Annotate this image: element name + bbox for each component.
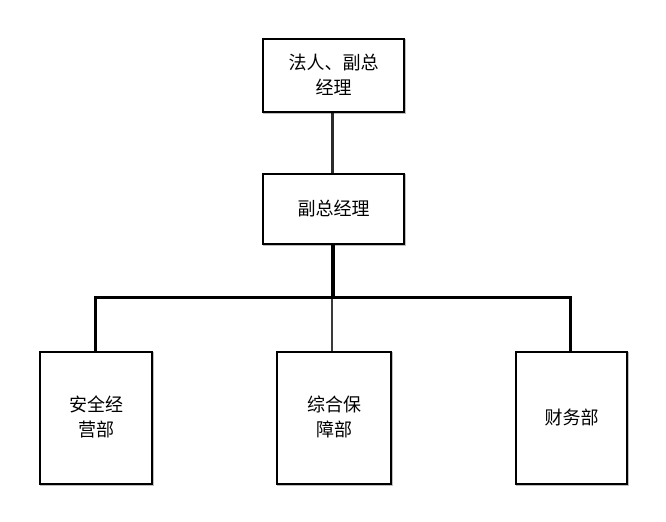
- edge-deputy-stem: [331, 245, 335, 299]
- node-label: 法人、副总 经理: [288, 52, 379, 98]
- node-dept-general-support: 综合保 障部: [276, 351, 392, 485]
- node-legal-person-deputy-gm: 法人、副总 经理: [262, 38, 405, 113]
- node-label: 财务部: [544, 407, 599, 428]
- node-label: 综合保 障部: [307, 395, 361, 440]
- node-label: 副总经理: [297, 198, 370, 219]
- node-label: 安全经 营部: [69, 395, 123, 440]
- node-dept-safety-operations: 安全经 营部: [39, 351, 153, 485]
- edge-deputy-to-support: [331, 299, 333, 352]
- edge-horizontal-bar: [94, 296, 572, 299]
- node-deputy-gm: 副总经理: [262, 173, 405, 245]
- node-dept-finance: 财务部: [515, 351, 628, 485]
- edge-deputy-to-finance: [569, 299, 572, 352]
- edge-deputy-to-safety: [94, 299, 97, 352]
- edge-root-to-deputy: [331, 112, 334, 174]
